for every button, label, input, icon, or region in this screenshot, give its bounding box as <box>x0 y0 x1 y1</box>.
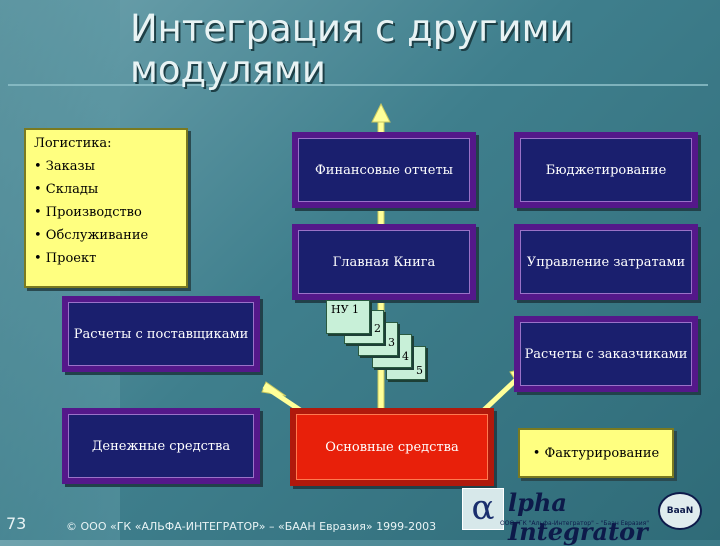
baan-badge-label: BaaN <box>666 506 694 516</box>
logistics-item-production: • Производство <box>34 205 142 220</box>
payables-box: Расчеты с поставщиками <box>62 296 260 372</box>
logistics-item-orders: • Заказы <box>34 159 95 174</box>
ledger-card-2-label: 2 <box>374 322 381 335</box>
cost-management-box: Управление затратами <box>514 224 698 300</box>
cost-management-label: Управление затратами <box>526 254 686 270</box>
cash-box: Денежные средства <box>62 408 260 484</box>
arrow-up-head <box>371 102 391 123</box>
budgeting-box: Бюджетирование <box>514 132 698 208</box>
receivables-box: Расчеты с заказчиками <box>514 316 698 392</box>
financial-reports-box: Финансовые отчеты <box>292 132 476 208</box>
title-divider <box>8 84 708 86</box>
invoicing-label: • Фактурирование <box>532 445 660 461</box>
logistics-item-warehouses: • Склады <box>34 182 99 197</box>
alpha-glyph: α <box>462 488 504 530</box>
arrow-right-shaft <box>482 376 520 412</box>
slide-number: 73 <box>6 514 27 533</box>
receivables-label: Расчеты с заказчиками <box>524 346 688 362</box>
copyright-text: © ООО «ГК «АЛЬФА-ИНТЕГРАТОР» – «БААН Евр… <box>66 520 437 533</box>
general-ledger-box: Главная Книга <box>292 224 476 300</box>
ledger-card-5-label: 5 <box>416 364 423 377</box>
logistics-item-service: • Обслуживание <box>34 228 149 243</box>
invoicing-box: • Фактурирование <box>518 428 674 478</box>
budgeting-label: Бюджетирование <box>545 162 667 178</box>
ledger-card-1-label: НУ 1 <box>331 303 360 316</box>
fixed-assets-label: Основные средства <box>325 439 459 455</box>
slide-title: Интеграция с другими модулями <box>130 7 574 91</box>
ledger-card-4-label: 4 <box>402 350 409 363</box>
general-ledger-label: Главная Книга <box>332 254 436 270</box>
fixed-assets-box: Основные средства <box>290 408 494 486</box>
logo-subtitle: ООО "ГК "Альфа-Интегратор" – "Баан Евраз… <box>500 520 649 527</box>
ledger-card-3-label: 3 <box>388 336 395 349</box>
logistics-item-project: • Проект <box>34 251 97 266</box>
ledger-card-1: НУ 1 <box>326 300 370 334</box>
financial-reports-label: Финансовые отчеты <box>315 162 453 178</box>
arrow-left-shaft <box>262 383 302 413</box>
payables-label: Расчеты с поставщиками <box>73 326 249 342</box>
logistics-heading: Логистика: <box>34 136 112 151</box>
baan-badge-icon: BaaN <box>658 492 702 530</box>
cash-label: Денежные средства <box>91 438 231 454</box>
alpha-integrator-logo: α lpha Integrator ООО "ГК "Альфа-Интегра… <box>462 486 714 546</box>
logistics-box: Логистика: • Заказы • Склады • Производс… <box>24 128 188 288</box>
